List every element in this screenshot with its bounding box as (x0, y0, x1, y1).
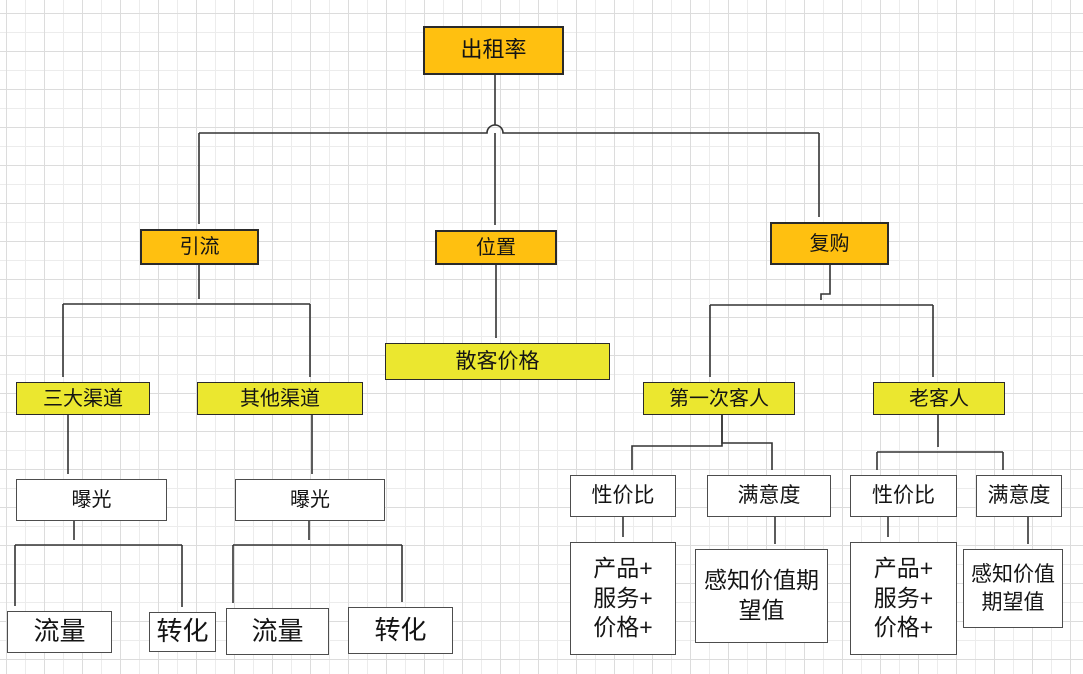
node-perceived-value-2[interactable]: 感知价值 期望值 (963, 549, 1063, 628)
node-product-service-price-1[interactable]: 产品+ 服务+ 价格+ (570, 542, 676, 655)
node-three-major-channels[interactable]: 三大渠道 (16, 382, 150, 415)
node-perceived-value-1[interactable]: 感知价值期 望值 (695, 549, 828, 643)
node-value-for-money-2[interactable]: 性价比 (850, 475, 957, 517)
node-value-for-money-1[interactable]: 性价比 (570, 475, 676, 517)
node-exposure-2[interactable]: 曝光 (235, 479, 385, 521)
node-flow-2[interactable]: 流量 (226, 608, 329, 655)
node-returning-guest[interactable]: 老客人 (873, 382, 1005, 415)
connector-main-horizontal-bar[interactable] (199, 124, 819, 134)
connector-guest1-to-value-for-money[interactable] (631, 415, 723, 470)
node-flow-1[interactable]: 流量 (7, 611, 112, 653)
node-other-channels[interactable]: 其他渠道 (197, 382, 363, 415)
node-location[interactable]: 位置 (435, 230, 557, 265)
node-conversion-2[interactable]: 转化 (348, 607, 453, 654)
node-product-service-price-2[interactable]: 产品+ 服务+ 价格+ (850, 542, 957, 655)
node-walk-in-price[interactable]: 散客价格 (385, 343, 610, 380)
node-satisfaction-1[interactable]: 满意度 (707, 475, 831, 517)
connector-guest1-to-satisfaction[interactable] (721, 415, 773, 470)
connector-repurchase-to-junction[interactable] (820, 265, 831, 300)
node-repurchase[interactable]: 复购 (770, 222, 889, 265)
node-traffic[interactable]: 引流 (140, 229, 259, 265)
node-exposure-1[interactable]: 曝光 (16, 479, 167, 521)
node-conversion-1[interactable]: 转化 (149, 612, 216, 652)
node-first-time-guest[interactable]: 第一次客人 (643, 382, 795, 415)
node-occupancy-rate[interactable]: 出租率 (423, 26, 564, 75)
node-satisfaction-2[interactable]: 满意度 (976, 475, 1062, 517)
